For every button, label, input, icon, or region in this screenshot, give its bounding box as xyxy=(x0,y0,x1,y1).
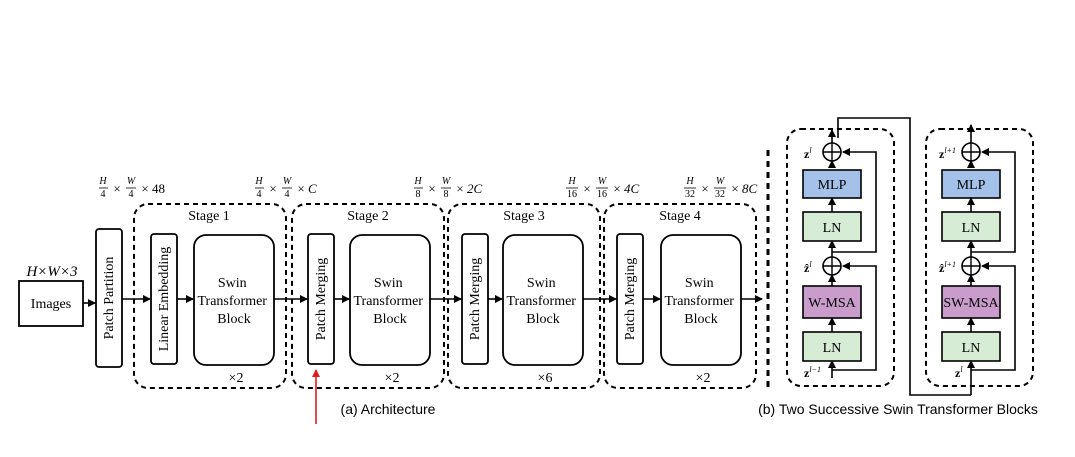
stage-2-title: Stage 2 xyxy=(347,209,389,224)
svg-text:H: H xyxy=(254,176,263,187)
block-l: LN W-MSA LN MLP zl ẑl zl−1 xyxy=(802,129,877,380)
svg-text:×: × xyxy=(269,181,276,196)
svg-text:H: H xyxy=(98,176,107,187)
swin-block-label-stage-1: Swin Transformer Block xyxy=(198,276,271,327)
block-l-ln-top xyxy=(802,211,862,242)
block-l1-ln-top-label: LN xyxy=(962,221,981,236)
svg-text:4: 4 xyxy=(257,189,262,200)
dims-stage-4: H 16 × W 16 × 4C xyxy=(566,176,640,200)
svg-text:C: C xyxy=(308,181,317,196)
swin-block-stage-3 xyxy=(502,234,584,366)
svg-text:×: × xyxy=(583,181,590,196)
svg-text:W: W xyxy=(283,176,293,187)
block-l1-z-out: zl+1 xyxy=(939,146,956,161)
images-label: Images xyxy=(31,297,71,312)
block-l1: LN SW-MSA LN MLP zl+1 ẑl+1 zl xyxy=(939,124,1016,395)
svg-text:8C: 8C xyxy=(742,181,758,196)
svg-text:W: W xyxy=(716,176,726,187)
block-l-mlp-label: MLP xyxy=(818,178,847,193)
images-box xyxy=(18,280,84,327)
linear-embedding-label: Linear Embedding xyxy=(157,247,172,352)
svg-text:4C: 4C xyxy=(624,181,640,196)
connector-block-l-to-l1 xyxy=(837,117,971,396)
patch-partition-box xyxy=(95,228,123,368)
stage-1-title: Stage 1 xyxy=(188,209,230,224)
dims-stage-2: H 4 × W 4 × C xyxy=(254,176,317,200)
stage-2-repeat: ×2 xyxy=(385,371,400,386)
block-l-mlp xyxy=(802,169,862,199)
swin-block-stage-2 xyxy=(349,234,431,366)
block-l-ln-top-label: LN xyxy=(823,221,842,236)
block-l1-ln-bottom-label: LN xyxy=(962,341,981,356)
patch-merging-label-stage-3: Patch Merging xyxy=(468,258,483,341)
patch-merging-label-stage-4: Patch Merging xyxy=(623,258,638,341)
patch-merging-label-stage-2: Patch Merging xyxy=(314,258,329,341)
block-l1-container xyxy=(925,128,1034,387)
block-l-container xyxy=(786,128,895,387)
svg-text:×: × xyxy=(731,181,738,196)
svg-text:W: W xyxy=(442,176,452,187)
block-l1-sw-msa xyxy=(941,285,1001,319)
svg-text:×: × xyxy=(428,181,435,196)
svg-text:32: 32 xyxy=(715,189,725,200)
svg-text:H: H xyxy=(413,176,422,187)
block-l1-z-in: zl xyxy=(955,365,963,380)
block-l-z-mid: ẑl xyxy=(804,260,812,275)
dims-stage-3: H 8 × W 8 × 2C xyxy=(413,176,482,200)
block-l1-mlp-label: MLP xyxy=(957,178,986,193)
svg-text:4: 4 xyxy=(101,189,106,200)
svg-text:H: H xyxy=(685,176,694,187)
block-l-ln-bottom xyxy=(802,331,862,362)
svg-text:×: × xyxy=(141,181,148,196)
stage-4-repeat: ×2 xyxy=(696,371,711,386)
svg-text:48: 48 xyxy=(152,181,165,196)
svg-text:8: 8 xyxy=(416,189,421,200)
svg-text:W: W xyxy=(127,176,137,187)
svg-text:×: × xyxy=(113,181,120,196)
block-l-w-msa xyxy=(802,285,862,319)
svg-text:×: × xyxy=(701,181,708,196)
block-l1-ln-bottom xyxy=(941,331,1001,362)
svg-text:W: W xyxy=(598,176,608,187)
block-l1-sw-msa-label: SW-MSA xyxy=(943,296,999,311)
block-l1-mlp xyxy=(941,169,1001,199)
dims-stage-1: H 4 × W 4 × 48 xyxy=(98,176,165,200)
caption-blocks: (b) Two Successive Swin Transformer Bloc… xyxy=(758,401,1038,417)
swin-block-stage-1 xyxy=(193,234,275,366)
svg-text:×: × xyxy=(297,181,304,196)
svg-text:×: × xyxy=(613,181,620,196)
block-l-w-msa-label: W-MSA xyxy=(808,296,856,311)
svg-text:8: 8 xyxy=(444,189,449,200)
block-l1-z-mid: ẑl+1 xyxy=(939,260,956,275)
swin-block-label-stage-3: Swin Transformer Block xyxy=(507,276,580,327)
svg-text:4: 4 xyxy=(285,189,290,200)
stage-4-title: Stage 4 xyxy=(659,209,701,224)
svg-text:32: 32 xyxy=(685,189,695,200)
dims-final: H 32 × W 32 × 8C xyxy=(684,176,758,200)
block-l-ln-bottom-label: LN xyxy=(823,341,842,356)
svg-text:2C: 2C xyxy=(467,181,483,196)
swin-block-label-stage-2: Swin Transformer Block xyxy=(354,276,427,327)
input-shape-label: H×W×3 xyxy=(25,264,77,280)
svg-text:16: 16 xyxy=(567,189,577,200)
block-l-z-in: zl−1 xyxy=(804,365,821,380)
svg-text:H: H xyxy=(567,176,576,187)
stage-1-repeat: ×2 xyxy=(229,371,244,386)
patch-partition-label: Patch Partition xyxy=(102,257,117,340)
stage-3-title: Stage 3 xyxy=(503,209,545,224)
stage-3-repeat: ×6 xyxy=(538,371,553,386)
block-l1-ln-top xyxy=(941,211,1001,242)
swin-block-stage-4 xyxy=(660,234,742,366)
block-l-z-out: zl xyxy=(804,146,812,161)
svg-text:16: 16 xyxy=(597,189,607,200)
caption-architecture: (a) Architecture xyxy=(341,401,436,417)
swin-block-label-stage-4: Swin Transformer Block xyxy=(665,276,738,327)
svg-text:×: × xyxy=(456,181,463,196)
svg-text:4: 4 xyxy=(129,189,134,200)
